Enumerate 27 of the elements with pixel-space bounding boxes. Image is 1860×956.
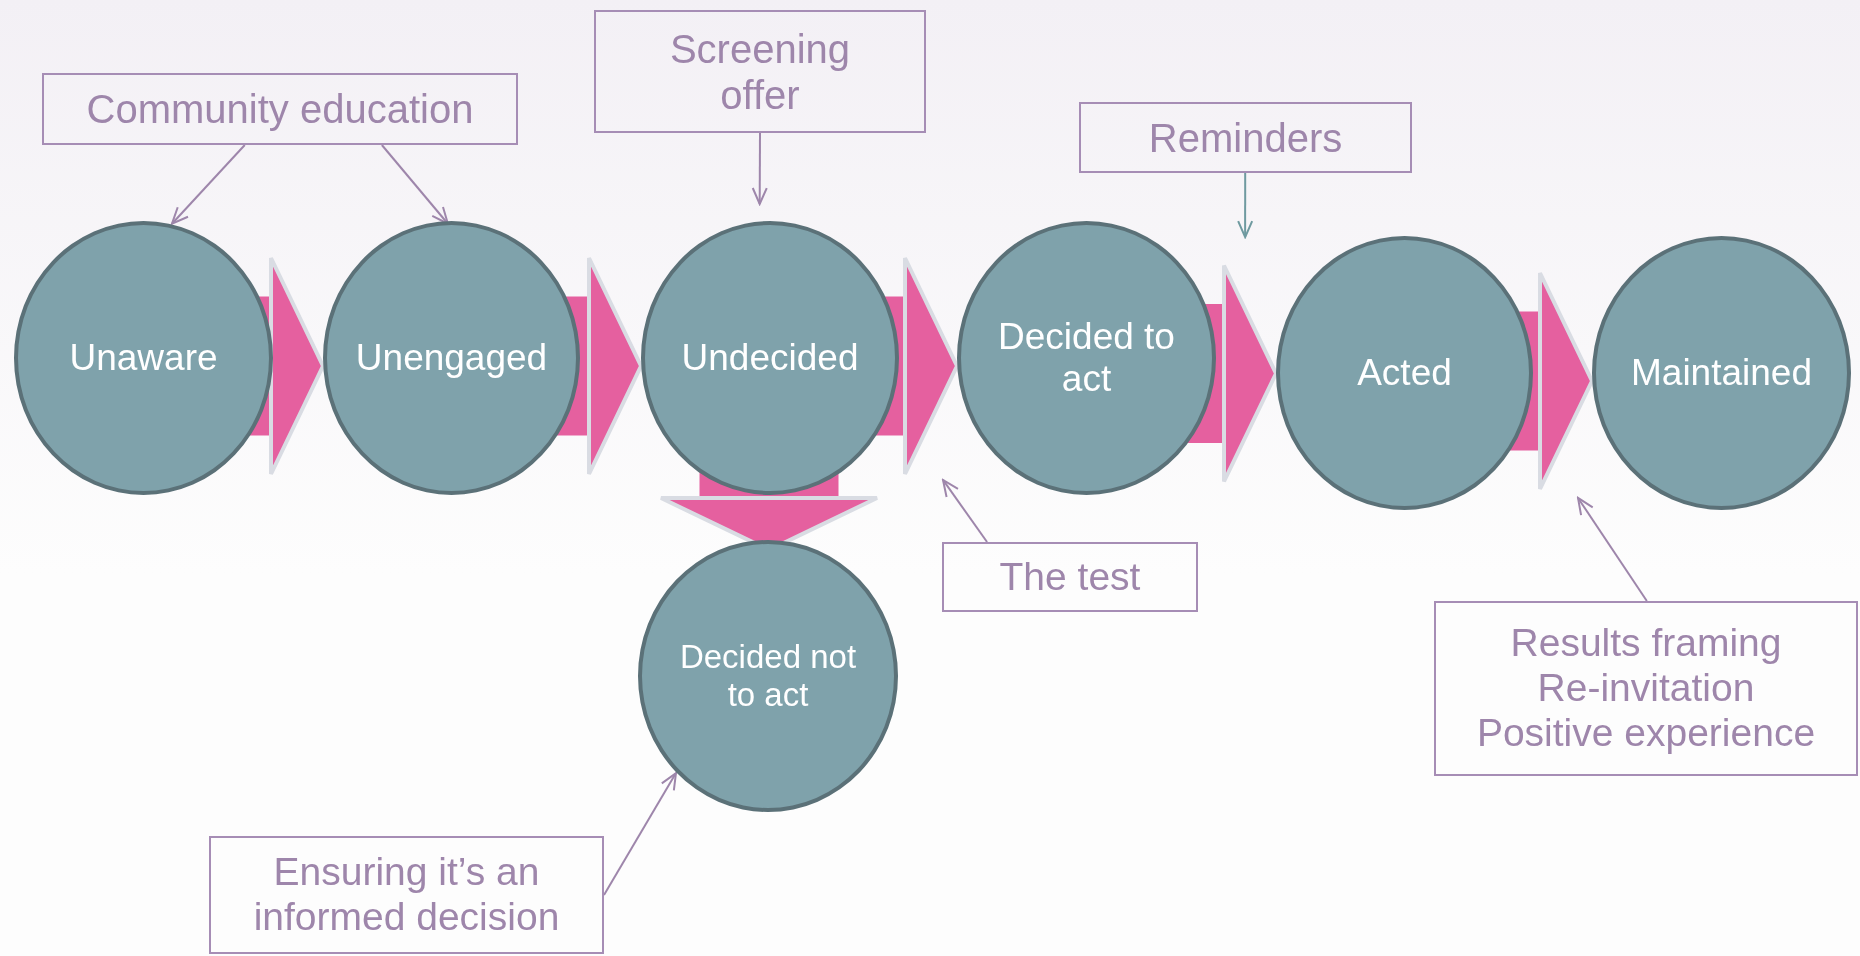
callout-text: Reminders: [1148, 114, 1343, 161]
stage-label: Acted: [1357, 352, 1452, 394]
callout-text: Re-invitation: [1537, 666, 1755, 711]
callout-box: [42, 73, 518, 145]
callout-arrow: [603, 772, 677, 896]
callout-box: [594, 10, 926, 133]
callout-box: [1434, 601, 1858, 776]
callout-arrow: [1577, 496, 1648, 602]
callout-arrow: [1237, 172, 1254, 239]
callout-box: [209, 836, 604, 954]
callout-box: [942, 542, 1198, 612]
stage-label: Unengaged: [355, 337, 548, 379]
callout-arrow: [751, 132, 768, 205]
stage-label: Undecided: [681, 337, 859, 379]
callout-box: [1079, 102, 1412, 173]
callout-text: Results framing: [1510, 621, 1782, 667]
stage-label: Unaware: [69, 337, 218, 379]
stage-label: Decided not to act: [678, 638, 858, 714]
stage-label: Maintained: [1631, 352, 1812, 394]
callout-text: The test: [999, 554, 1141, 600]
callout-arrow: [171, 144, 246, 225]
callout-arrow: [942, 478, 989, 543]
callout-text: Community education: [86, 86, 474, 132]
callout-text: Screening offer: [668, 25, 852, 118]
stage-label: Decided to act: [997, 316, 1176, 400]
callout-text: Ensuring it’s an informed decision: [252, 850, 561, 940]
callout-text: Positive experience: [1476, 710, 1816, 756]
